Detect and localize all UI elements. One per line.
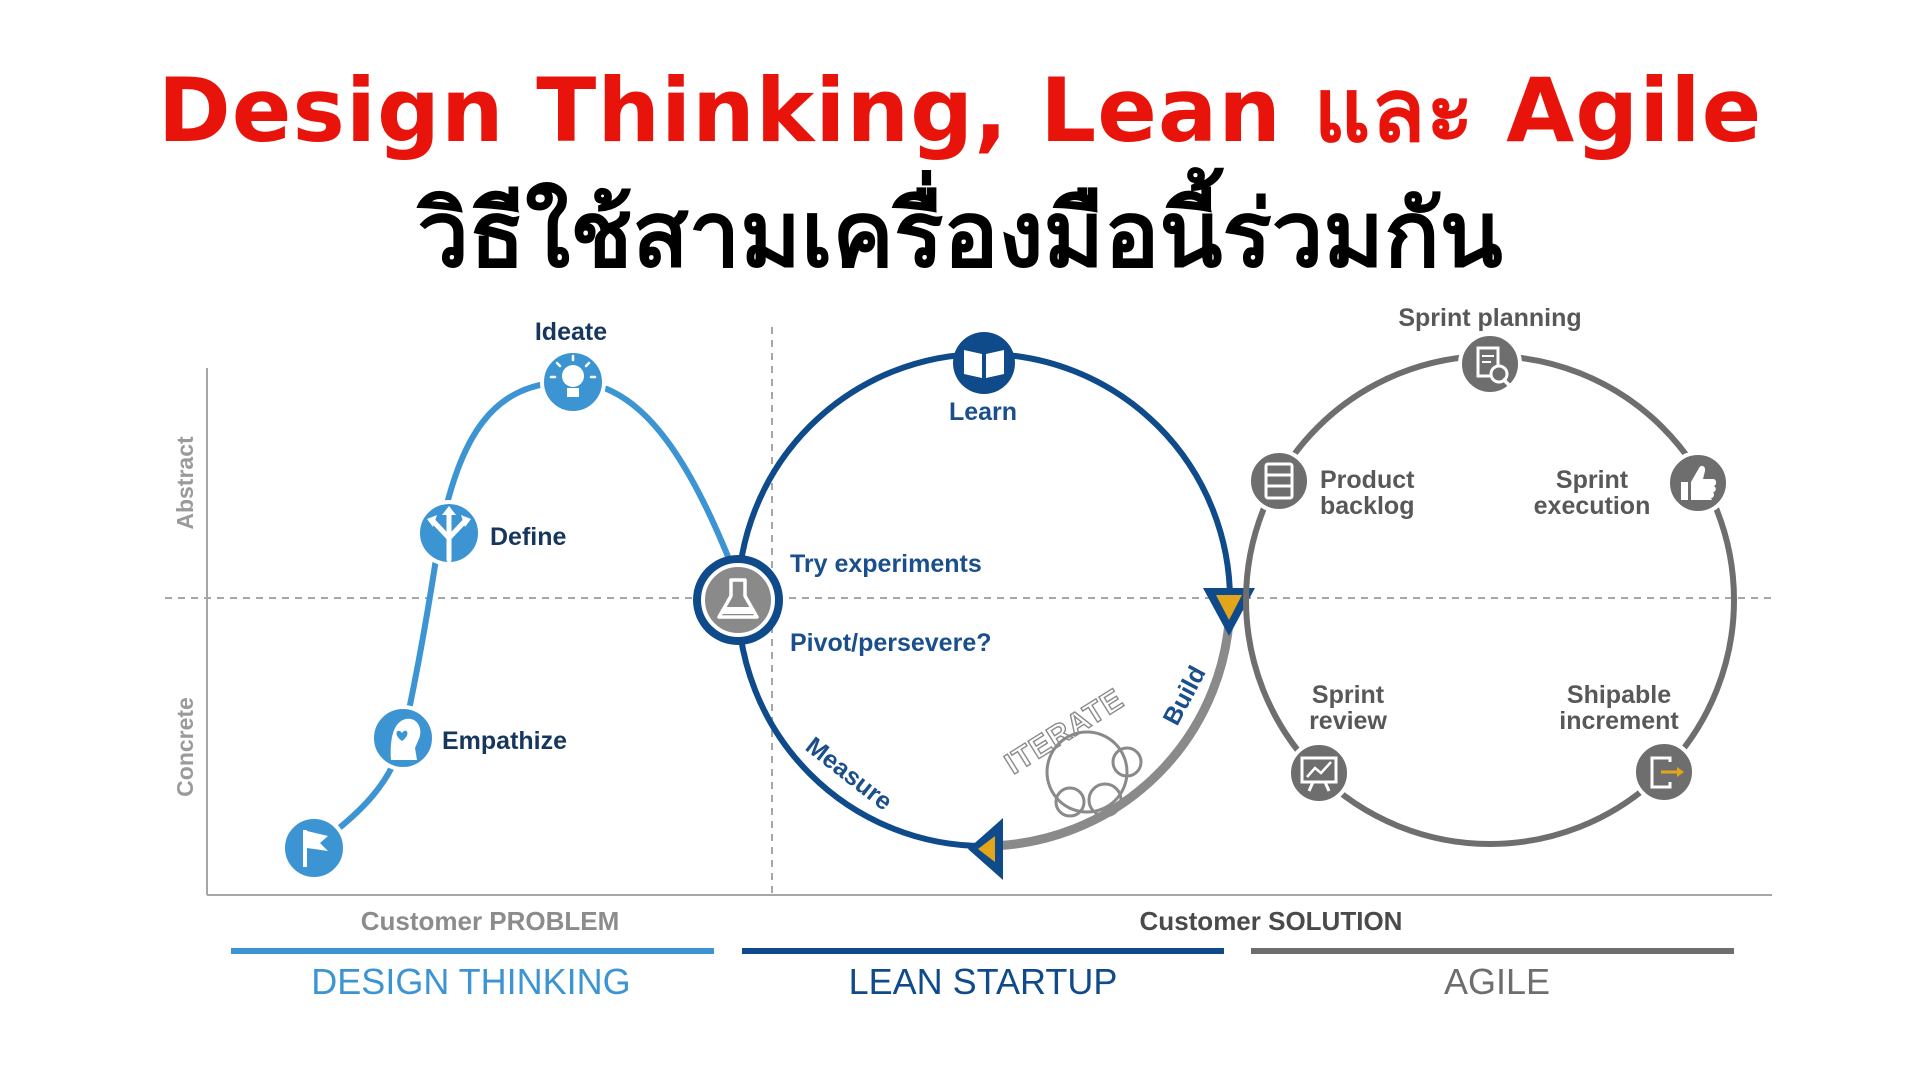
section-design-thinking: DESIGN THINKING bbox=[311, 961, 630, 1002]
diagram-axes bbox=[165, 327, 1772, 896]
build-arc bbox=[983, 599, 1235, 851]
label-sprint-execution-line1: Sprint bbox=[1556, 466, 1629, 494]
define-icon bbox=[416, 500, 482, 566]
label-product-backlog-line1: Product bbox=[1320, 466, 1415, 494]
label-shipable-increment-line2: increment bbox=[1559, 707, 1679, 735]
shipable-increment-export-icon bbox=[1632, 740, 1696, 804]
start-flag-icon bbox=[281, 815, 347, 881]
label-sprint-review-line1: Sprint bbox=[1312, 681, 1385, 709]
label-product-backlog-line2: backlog bbox=[1320, 492, 1414, 520]
sprint-planning-icon bbox=[1458, 332, 1522, 396]
iterate-swirl-small-mid bbox=[1087, 782, 1123, 818]
label-ideate: Ideate bbox=[535, 318, 607, 346]
learn-icon bbox=[953, 332, 1015, 394]
build-arrow-accent bbox=[1216, 595, 1242, 620]
sprint-execution-thumbs-up-icon bbox=[1666, 451, 1730, 515]
section-agile: AGILE bbox=[1444, 961, 1550, 1002]
label-learn: Learn bbox=[949, 398, 1017, 426]
label-define: Define bbox=[490, 523, 567, 551]
experiment-flask-icon bbox=[693, 555, 783, 645]
label-customer-solution: Customer SOLUTION bbox=[1140, 906, 1403, 936]
iterate-swirl-small-left bbox=[1054, 786, 1086, 818]
label-shipable-increment-line1: Shipable bbox=[1567, 681, 1671, 709]
lean-circle-arc bbox=[735, 351, 1233, 849]
label-sprint-planning: Sprint planning bbox=[1398, 304, 1581, 332]
label-empathize: Empathize bbox=[442, 727, 567, 755]
sprint-review-chart-icon bbox=[1287, 741, 1351, 805]
section-lean-startup: LEAN STARTUP bbox=[849, 961, 1118, 1002]
iterate-swirl-small-right bbox=[1111, 746, 1143, 778]
label-iterate: ITERATE bbox=[999, 682, 1129, 781]
iterate-arrow-accent bbox=[978, 836, 995, 862]
label-sprint-execution-line2: execution bbox=[1534, 492, 1651, 520]
lean-startup-loop bbox=[735, 351, 1255, 880]
iterate-swirl-circle bbox=[1045, 730, 1129, 814]
label-customer-problem: Customer PROBLEM bbox=[361, 906, 620, 936]
page-title: Design Thinking, Lean และ Agile bbox=[157, 59, 1763, 162]
label-try-experiments: Try experiments bbox=[790, 550, 982, 578]
product-backlog-list-icon bbox=[1247, 449, 1311, 513]
empathize-icon bbox=[370, 705, 436, 771]
label-sprint-review-line2: review bbox=[1309, 707, 1387, 735]
ideate-icon bbox=[540, 349, 606, 415]
label-pivot-persevere: Pivot/persevere? bbox=[790, 629, 992, 657]
axis-label-concrete: Concrete bbox=[172, 697, 198, 797]
axis-label-abstract: Abstract bbox=[172, 436, 198, 530]
design-thinking-curve bbox=[311, 378, 748, 851]
page-subtitle: วิธีใช้สามเครื่องมือนี้ร่วมกัน bbox=[417, 181, 1503, 288]
